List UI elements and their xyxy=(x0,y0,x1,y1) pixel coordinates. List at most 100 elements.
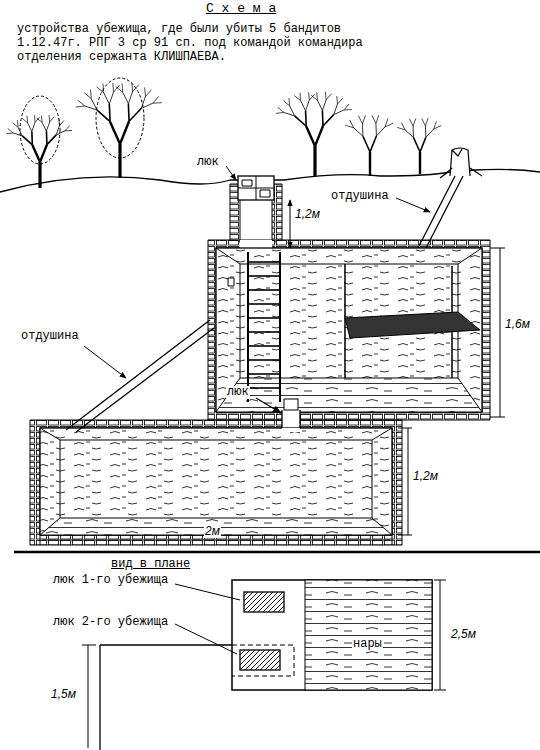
tree-branch xyxy=(325,92,327,100)
hatch-label: люк 2-го убежища xyxy=(52,616,169,629)
tree-branch xyxy=(413,126,414,137)
tree-branch xyxy=(434,126,441,129)
tree-branch xyxy=(299,93,301,101)
tree-branch xyxy=(350,120,354,128)
ladder-rung xyxy=(248,261,280,263)
tree-branch xyxy=(419,152,421,174)
middle-hatch-wall xyxy=(282,410,300,430)
vent-pipe xyxy=(66,320,214,432)
hatch-label: люк xyxy=(196,156,220,169)
middle-hatch-lid xyxy=(284,399,298,410)
tree-branch xyxy=(414,138,420,152)
tree-branch xyxy=(46,122,49,131)
tree-branch xyxy=(358,116,362,124)
tree-branch xyxy=(109,92,113,104)
ladder-rung xyxy=(248,289,280,291)
tree-branch xyxy=(22,136,32,145)
ladder-rung xyxy=(248,275,280,277)
lower-room xyxy=(40,428,392,535)
tree-branch xyxy=(128,92,132,104)
tree-branch xyxy=(372,115,376,123)
tree-branch xyxy=(322,110,324,126)
ladder-rung xyxy=(248,303,280,305)
tree-branch xyxy=(120,121,129,144)
tree-branch xyxy=(41,115,43,122)
title: С х е м а xyxy=(205,2,277,16)
tree-branch xyxy=(104,93,110,104)
tree-crown xyxy=(96,78,144,158)
tree-branch xyxy=(322,100,326,111)
tree-branch xyxy=(336,96,338,104)
tree-branch xyxy=(112,83,114,92)
leader-line xyxy=(226,166,236,180)
tree-branch xyxy=(420,137,426,152)
leader-line xyxy=(175,624,237,654)
tree-branch xyxy=(370,136,376,152)
vent-label: отдушина xyxy=(330,190,390,203)
top-hatch xyxy=(238,176,274,200)
tree-branch xyxy=(376,115,379,123)
tree-branch xyxy=(306,100,310,111)
tree-branch xyxy=(313,146,316,176)
tree-branch xyxy=(413,118,416,126)
dimension-line xyxy=(82,645,96,748)
dimension-line xyxy=(290,200,291,248)
tree-branch xyxy=(42,122,46,131)
tree-branch xyxy=(425,118,428,126)
tree-branch xyxy=(276,112,284,114)
ladder-rung xyxy=(248,373,280,375)
plan-bunks xyxy=(305,580,432,690)
tree-branch xyxy=(17,120,19,127)
tree-branch xyxy=(153,96,159,103)
tree-branch xyxy=(32,145,40,162)
tree-branch xyxy=(316,92,318,100)
tree-branch xyxy=(91,99,97,110)
tree-branch xyxy=(422,119,426,126)
tree-branch xyxy=(344,109,352,110)
tree-crown xyxy=(20,96,60,164)
tree-branch xyxy=(290,106,295,116)
tree-branch xyxy=(311,95,317,100)
upper-back-wall xyxy=(216,248,482,378)
tree-branch xyxy=(278,107,284,112)
dimension-line xyxy=(434,580,446,690)
tree-branch xyxy=(401,123,405,130)
section-heading: вид в плане xyxy=(110,558,191,571)
bunk-shelf xyxy=(345,312,480,338)
dimension-label: 1,5м xyxy=(50,688,77,701)
upper-room xyxy=(216,248,482,412)
tree-branch xyxy=(425,126,426,137)
hatch-label: люк xyxy=(226,386,250,399)
tree-branch xyxy=(123,92,129,103)
plan-hatch-2 xyxy=(240,650,280,670)
tree-branch xyxy=(34,115,36,122)
tree-branch xyxy=(84,93,91,99)
separator-line xyxy=(14,551,540,554)
dimension-label: 2м xyxy=(204,525,221,538)
ladder-rung xyxy=(248,387,280,389)
tree-branch xyxy=(6,132,13,134)
bunk-label: нары xyxy=(352,638,383,651)
vent-pipe xyxy=(418,176,463,248)
hatch-panels xyxy=(238,176,274,200)
middle-hatch-opening xyxy=(282,410,300,430)
plan-outline xyxy=(232,580,432,690)
tree-branch xyxy=(76,106,85,108)
ladder-rung xyxy=(248,317,280,319)
tree-branch xyxy=(32,122,35,131)
plan-second-shelter-hidden xyxy=(232,645,294,676)
tree-branch xyxy=(369,152,371,176)
hatch-label: люк 1-го убежища xyxy=(52,574,169,587)
tree-branch xyxy=(153,102,162,103)
tree-branch xyxy=(362,124,363,136)
tree-branch xyxy=(344,104,349,110)
leader-line xyxy=(175,584,240,600)
leader-line xyxy=(396,198,430,212)
tree-branch xyxy=(317,100,322,110)
upper-floor xyxy=(216,378,482,412)
tree-branch xyxy=(78,100,85,106)
tree-branch xyxy=(144,87,146,96)
ladder-rail xyxy=(248,252,280,402)
tree-branch xyxy=(362,115,365,123)
ladder-rung xyxy=(248,345,280,347)
